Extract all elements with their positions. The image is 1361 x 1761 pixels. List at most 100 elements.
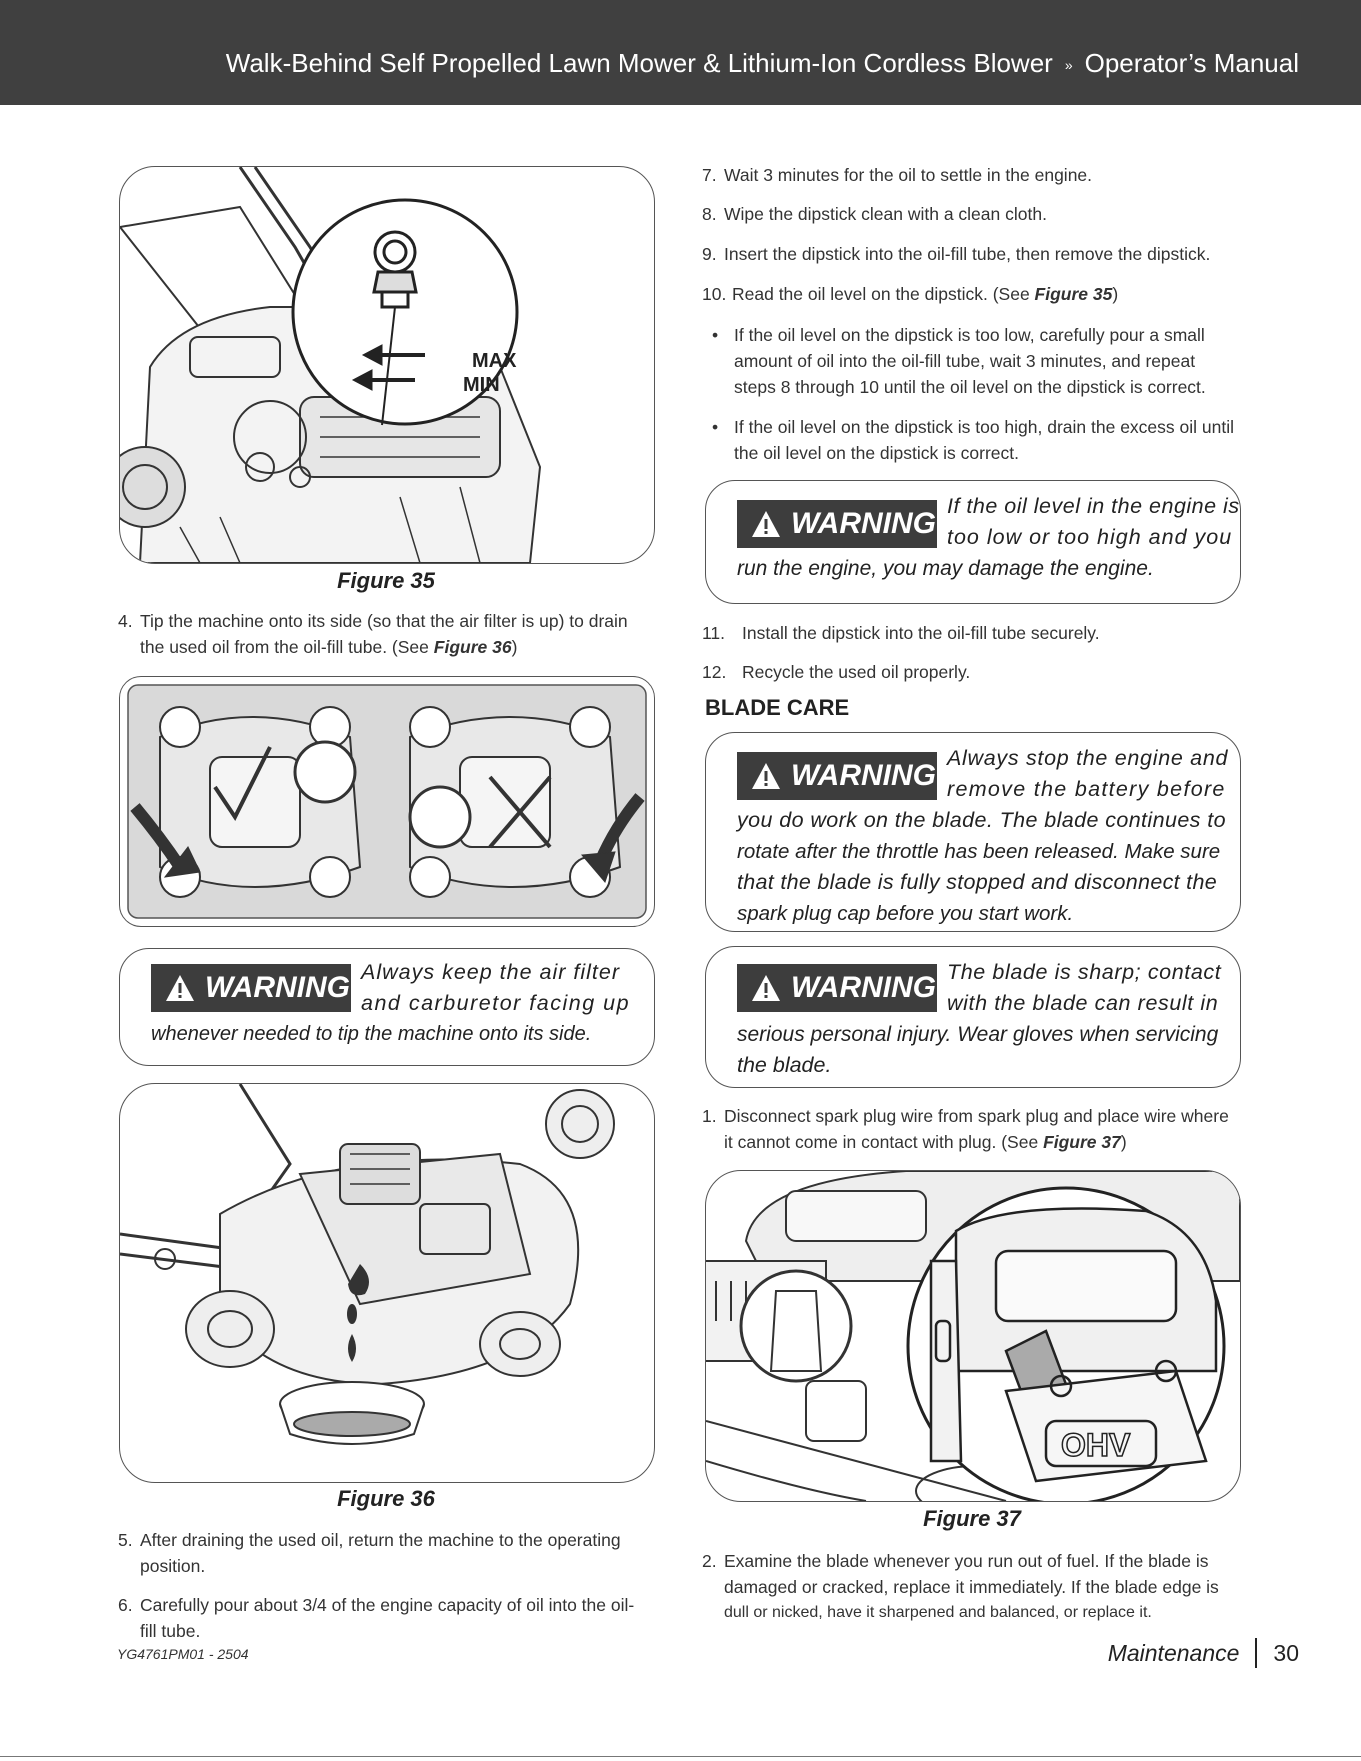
step-12: 12. Recycle the used oil properly.	[702, 659, 1262, 685]
page-number: 30	[1273, 1639, 1299, 1666]
warning-4-line3: serious personal injury. Wear gloves whe…	[737, 1023, 1219, 1046]
warning-3-line1: Always stop the engine and	[947, 746, 1229, 770]
step-10-number: 10.	[702, 284, 727, 304]
warning-4-badge: WARNING	[737, 964, 937, 1012]
step-6: 6. Carefully pour about 3/4 of the engine…	[118, 1592, 658, 1644]
bullet-1-line1: If the oil level on the dipstick is too …	[734, 325, 1205, 345]
tip-orientation-image	[119, 676, 655, 927]
step-9-number: 9.	[702, 244, 717, 264]
step-5: 5. After draining the used oil, return th…	[118, 1527, 658, 1579]
bottom-rule	[0, 1756, 1361, 1757]
blade-step-2-line2: damaged or cracked, replace it immediate…	[724, 1577, 1219, 1597]
step-4: 4. Tip the machine onto its side (so that…	[118, 608, 658, 660]
warning-triangle-icon	[752, 975, 780, 1001]
warning-2-badge: WARNING	[737, 500, 937, 548]
warning-1-line2: and carburetor facing up	[361, 991, 631, 1015]
max-label: MAX	[472, 350, 517, 372]
warning-3-line2: remove the battery before	[947, 777, 1226, 801]
figure-36-image	[119, 1083, 655, 1483]
blade-step-1-line1: Disconnect spark plug wire from spark pl…	[724, 1106, 1229, 1126]
warning-2-label: WARNING	[791, 507, 936, 540]
warning-triangle-icon	[166, 975, 194, 1001]
warning-triangle-icon	[752, 511, 780, 537]
step-4-line2-post: )	[511, 637, 518, 657]
blade-step-1-number: 1.	[702, 1106, 717, 1126]
blade-step-1-line2-pre: it cannot come in contact with plug. (Se…	[724, 1132, 1044, 1152]
warning-1-label: WARNING	[205, 971, 350, 1004]
blade-step-2-line3: dull or nicked, have it sharpened and ba…	[724, 1604, 1152, 1621]
step-10-pre: Read the oil level on the dipstick. (See	[732, 284, 1035, 304]
blade-step-2-number: 2.	[702, 1551, 717, 1571]
warning-4-line1: The blade is sharp; contact	[947, 960, 1222, 984]
warning-2-line1: If the oil level in the engine is	[947, 494, 1240, 518]
figure-36-ref[interactable]: Figure 36	[433, 637, 512, 657]
page-header: Walk-Behind Self Propelled Lawn Mower & …	[0, 0, 1361, 105]
step-11-number: 11.	[702, 623, 726, 643]
warning-3-line6: spark plug cap before you start work.	[737, 902, 1074, 925]
step-5-number: 5.	[118, 1530, 133, 1550]
step-4-line2-pre: the used oil from the oil-fill tube. (Se…	[140, 637, 434, 657]
step-8-text: Wipe the dipstick clean with a clean clo…	[724, 204, 1047, 224]
warning-4-line4: the blade.	[737, 1053, 832, 1077]
step-6-number: 6.	[118, 1595, 133, 1615]
step-5-line1: After draining the used oil, return the …	[140, 1530, 621, 1550]
blade-step-2-line1: Examine the blade whenever you run out o…	[724, 1551, 1209, 1571]
footer-divider	[1255, 1638, 1258, 1668]
warning-3-badge: WARNING	[737, 752, 937, 800]
warning-triangle-icon	[752, 763, 780, 789]
warning-1-badge: WARNING	[151, 964, 351, 1012]
step-12-number: 12.	[702, 662, 727, 682]
step-7: 7.Wait 3 minutes for the oil to settle i…	[702, 162, 1262, 188]
step-8-number: 8.	[702, 204, 717, 224]
step-6-line2: fill tube.	[140, 1621, 201, 1641]
step-5-line2: position.	[140, 1556, 206, 1576]
bullet-2-line2: the oil level on the dipstick is correct…	[734, 443, 1019, 463]
blade-step-1: 1. Disconnect spark plug wire from spark …	[702, 1103, 1262, 1155]
bullet-dot: •	[712, 417, 719, 437]
step-12-text: Recycle the used oil properly.	[742, 662, 971, 682]
figure-35-caption: Figure 35	[337, 568, 435, 593]
step-4-line1: Tip the machine onto its side (so that t…	[140, 611, 628, 631]
step-10: 10.Read the oil level on the dipstick. (…	[702, 281, 1262, 307]
ohv-label: OHV	[1061, 1427, 1131, 1463]
warning-2-line3: run the engine, you may damage the engin…	[737, 557, 1154, 580]
header-title-row: Walk-Behind Self Propelled Lawn Mower & …	[226, 48, 1299, 79]
step-10-post: )	[1112, 284, 1119, 304]
warning-2-line2: too low or too high and you	[947, 525, 1233, 549]
warning-3-line5: that the blade is fully stopped and disc…	[737, 870, 1217, 894]
figure-37-image: OHV	[705, 1170, 1241, 1502]
bullet-1-line3: steps 8 through 10 until the oil level o…	[734, 377, 1206, 397]
warning-3-line3: you do work on the blade. The blade cont…	[737, 808, 1226, 832]
warning-4-label: WARNING	[791, 971, 936, 1004]
warning-1-line3: whenever needed to tip the machine onto …	[151, 1023, 592, 1045]
blade-care-heading: BLADE CARE	[705, 695, 850, 720]
header-title: Walk-Behind Self Propelled Lawn Mower & …	[225, 48, 1053, 78]
step-8: 8. Wipe the dipstick clean with a clean c…	[702, 201, 1262, 227]
bullet-oil-too-low: • If the oil level on the dipstick is to…	[712, 322, 1242, 400]
bullet-1-line2: amount of oil into the oil-fill tube, wa…	[734, 351, 1196, 371]
warning-1-line1: Always keep the air filter	[361, 960, 621, 984]
warning-3-label: WARNING	[791, 759, 936, 792]
figure-35-ref[interactable]: Figure 35	[1034, 284, 1113, 304]
figure-37-caption: Figure 37	[923, 1506, 1021, 1531]
bullet-2-line1: If the oil level on the dipstick is too …	[734, 417, 1234, 437]
figure-35-image: MAX MIN	[119, 166, 655, 564]
step-6-line1: Carefully pour about 3/4 of the engine c…	[140, 1595, 635, 1615]
header-separator: »	[1064, 57, 1073, 74]
document-code: YG4761PM01 - 2504	[117, 1646, 249, 1662]
step-7-number: 7.	[702, 165, 717, 185]
step-4-number: 4.	[118, 611, 133, 631]
blade-step-2: 2. Examine the blade whenever you run out…	[702, 1548, 1262, 1626]
warning-3-line4: rotate after the throttle has been relea…	[737, 840, 1221, 863]
bullet-dot: •	[712, 325, 719, 345]
figure-37-ref[interactable]: Figure 37	[1043, 1132, 1121, 1152]
figure-36-caption: Figure 36	[337, 1486, 435, 1511]
step-9-text: Insert the dipstick into the oil-fill tu…	[724, 244, 1211, 264]
header-subtitle: Operator’s Manual	[1084, 48, 1299, 78]
step-9: 9. Insert the dipstick into the oil-fill …	[702, 241, 1262, 267]
step-11-text: Install the dipstick into the oil-fill t…	[742, 623, 1100, 643]
step-11: 11. Install the dipstick into the oil-fil…	[702, 620, 1262, 646]
bullet-oil-too-high: • If the oil level on the dipstick is to…	[712, 414, 1252, 466]
min-label: MIN	[463, 374, 500, 396]
warning-4-line2: with the blade can result in	[947, 991, 1219, 1015]
